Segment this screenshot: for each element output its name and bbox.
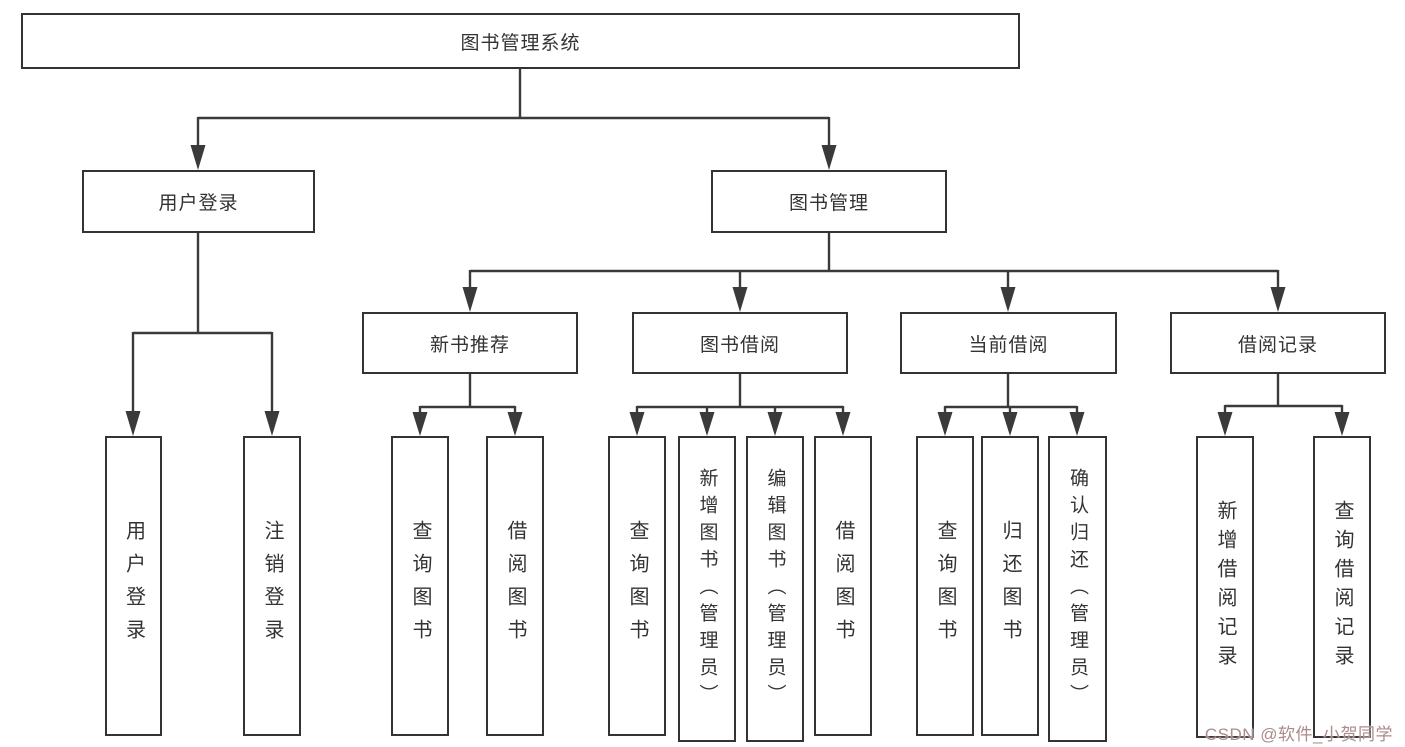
node-borrow-records: 借阅记录 (1170, 312, 1386, 374)
leaf-recommend-query-books-label: 查询图书 (409, 520, 431, 652)
leaf-add-books-admin-label: 新增图书（管理员） (696, 467, 718, 711)
node-book-management: 图书管理 (711, 170, 947, 233)
node-user-login: 用户登录 (82, 170, 315, 233)
csdn-watermark: CSDN @软件_小贺同学 (1204, 725, 1393, 744)
leaf-return-books: 归还图书 (981, 436, 1039, 736)
leaf-borrow-query-books-label: 查询图书 (626, 520, 648, 652)
leaf-borrow-books: 借阅图书 (814, 436, 872, 736)
node-new-book-recommend-label: 新书推荐 (429, 334, 510, 356)
leaf-recommend-query-books: 查询图书 (391, 436, 449, 736)
leaf-recommend-borrow-books-label: 借阅图书 (504, 520, 526, 652)
node-book-borrow-label: 图书借阅 (699, 334, 780, 356)
leaf-borrow-books-label: 借阅图书 (832, 520, 854, 652)
node-root: 图书管理系统 (21, 13, 1020, 69)
leaf-user-login: 用户登录 (105, 436, 162, 736)
leaf-edit-books-admin: 编辑图书（管理员） (746, 436, 804, 742)
node-new-book-recommend: 新书推荐 (362, 312, 578, 374)
node-borrow-records-label: 借阅记录 (1237, 334, 1318, 356)
leaf-query-borrow-record: 查询借阅记录 (1313, 436, 1371, 738)
leaf-add-books-admin: 新增图书（管理员） (678, 436, 736, 742)
node-book-borrow: 图书借阅 (632, 312, 848, 374)
leaf-recommend-borrow-books: 借阅图书 (486, 436, 544, 736)
leaf-current-query-books: 查询图书 (916, 436, 974, 736)
node-root-label: 图书管理系统 (460, 32, 581, 54)
node-user-login-label: 用户登录 (158, 193, 239, 214)
leaf-logout: 注销登录 (243, 436, 301, 736)
leaf-user-login-label: 用户登录 (122, 520, 145, 652)
node-book-management-label: 图书管理 (788, 193, 869, 214)
leaf-query-borrow-record-label: 查询借阅记录 (1331, 500, 1353, 674)
leaf-edit-books-admin-label: 编辑图书（管理员） (764, 467, 786, 711)
leaf-confirm-return-admin-label: 确认归还（管理员） (1067, 467, 1088, 711)
leaf-add-borrow-record: 新增借阅记录 (1196, 436, 1254, 738)
leaf-return-books-label: 归还图书 (999, 520, 1021, 652)
leaf-confirm-return-admin: 确认归还（管理员） (1048, 436, 1107, 742)
leaf-borrow-query-books: 查询图书 (608, 436, 666, 736)
leaf-current-query-books-label: 查询图书 (934, 520, 956, 652)
node-current-borrow-label: 当前借阅 (968, 334, 1049, 356)
node-current-borrow: 当前借阅 (900, 312, 1117, 374)
leaf-add-borrow-record-label: 新增借阅记录 (1214, 500, 1236, 674)
leaf-logout-label: 注销登录 (261, 520, 283, 652)
